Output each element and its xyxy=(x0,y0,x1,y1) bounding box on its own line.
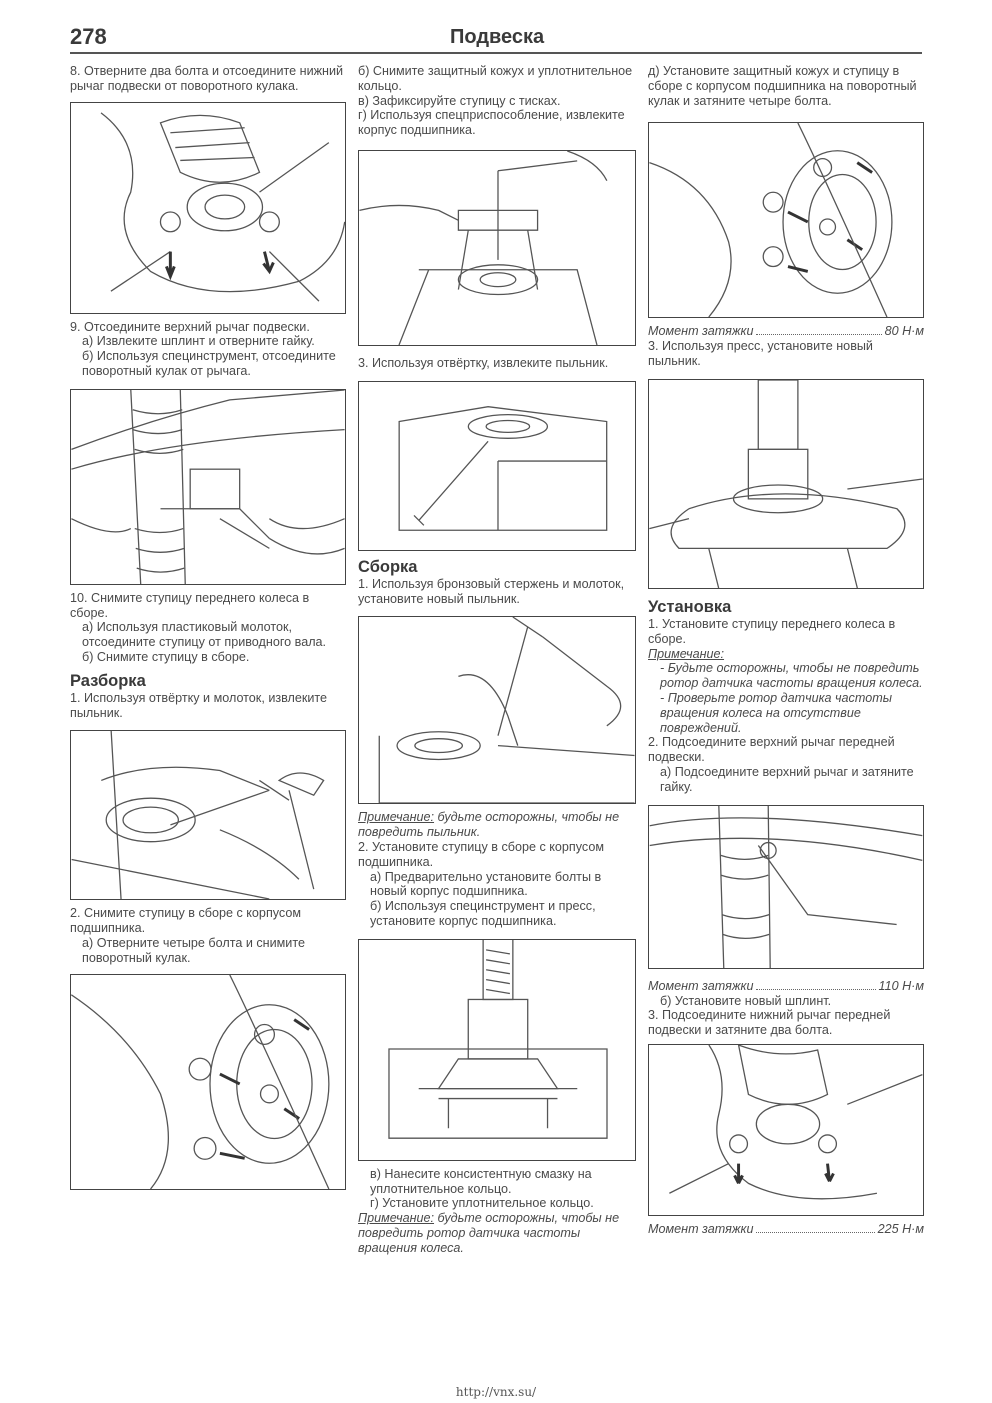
figure-press-new-dust-cover xyxy=(648,378,924,589)
torque-1-label: Момент затяжки xyxy=(648,324,754,339)
step-10b: б) Снимите ступицу в сборе. xyxy=(82,649,250,664)
disassembly-step-3: 3. Используя отвёртку, извлеките пыльник… xyxy=(358,355,609,370)
disassembly-step-2: 2. Снимите ступицу в сборе с корпусом по… xyxy=(70,906,302,936)
assembly-step-1: 1. Используя бронзовый стержень и молото… xyxy=(358,576,625,606)
note-2-text: будьте осторожны, чтобы не повредить рот… xyxy=(358,1211,620,1255)
torque-2-value: 110 Н·м xyxy=(878,978,925,993)
assembly-step-2b: б) Используя специнструмент и пресс, уст… xyxy=(370,899,596,928)
note-2: Примечание: будьте осторожны, чтобы не п… xyxy=(358,1211,636,1255)
figure-lower-arm-bolts xyxy=(70,101,346,314)
torque-3-value: 225 Н·м xyxy=(877,1221,924,1236)
disassembly-step-2a: а) Отверните четыре болта и снимите пово… xyxy=(82,935,305,965)
column-middle: б) Снимите защитный кожух и уплотнительн… xyxy=(358,64,636,1256)
note-1-label: Примечание: xyxy=(358,810,435,825)
figure-vise-dust-cover xyxy=(358,380,636,551)
disassembly-step-2b: б) Снимите защитный кожух и уплотнительн… xyxy=(358,64,633,93)
torque-3-leader xyxy=(756,1222,875,1233)
assembly-step-2v: в) Нанесите консистентную смазку на упло… xyxy=(370,1166,592,1196)
note-1: Примечание: будьте осторожны, чтобы не п… xyxy=(358,810,636,840)
figure-press-bearing-housing xyxy=(358,938,636,1161)
torque-2-leader xyxy=(756,979,876,990)
step-10a: а) Используя пластиковый молоток, отсоед… xyxy=(82,620,327,650)
figure-brass-bar-dust-cover xyxy=(358,616,636,805)
install-step-3: 3. Подсоедините нижний рычаг передней по… xyxy=(648,1008,891,1038)
torque-1-value: 80 Н·м xyxy=(884,324,924,339)
install-step-1: 1. Установите ступицу переднего колеса в… xyxy=(648,616,896,646)
torque-1-leader xyxy=(756,324,882,336)
assembly-step-2: 2. Установите ступицу в сборе с корпусом… xyxy=(358,839,605,869)
torque-spec-1: Момент затяжки 80 Н·м xyxy=(648,324,924,339)
disassembly-step-1: 1. Используя отвёртку и молоток, извлеки… xyxy=(70,690,328,720)
step-8: 8. Отверните два болта и отсоедините ниж… xyxy=(70,64,344,93)
heading-ustanovka: Установка xyxy=(648,597,732,616)
disassembly-step-2g: г) Используя спецприспособление, извлеки… xyxy=(358,108,625,138)
figure-hub-install-bolts xyxy=(648,122,924,319)
figure-dust-cover-removal xyxy=(70,730,346,901)
step-9a: а) Извлеките шплинт и отверните гайку. xyxy=(82,334,315,349)
figure-bearing-puller xyxy=(358,149,636,346)
page-header: 278 Подвеска xyxy=(70,24,922,52)
step-9b: б) Используя специнструмент, отсоедините… xyxy=(82,349,336,378)
install-step-2: 2. Подсоедините верхний рычаг передней п… xyxy=(648,735,895,765)
assembly-step-2g: г) Установите уплотнительное кольцо. xyxy=(370,1196,594,1211)
assembly-step-2a: а) Предварительно установите болты в нов… xyxy=(370,869,602,899)
column-right: д) Установите защитный кожух и ступицу в… xyxy=(648,64,924,1237)
note-2-label: Примечание: xyxy=(358,1211,435,1226)
column-left: 8. Отверните два болта и отсоедините ниж… xyxy=(70,64,346,1196)
note-3-item-1: - Будьте осторожны, чтобы не повредить р… xyxy=(660,661,923,691)
figure-upper-arm-nut xyxy=(648,804,924,969)
figure-lower-arm-install xyxy=(648,1043,924,1216)
assembly-step-2d: д) Установите защитный кожух и ступицу в… xyxy=(648,64,917,108)
footer-url: http://vnx.su/ xyxy=(455,1385,537,1399)
torque-3-label: Момент затяжки xyxy=(648,1221,754,1236)
heading-sborka: Сборка xyxy=(358,557,418,576)
step-9: 9. Отсоедините верхний рычаг подвески. xyxy=(70,319,310,334)
header-rule xyxy=(70,52,922,54)
torque-2-label: Момент затяжки xyxy=(648,978,754,993)
figure-upper-arm-tool xyxy=(70,388,346,585)
install-step-2a: а) Подсоедините верхний рычаг и затяните… xyxy=(660,764,914,794)
note-3-item-2: - Проверьте ротор датчика частоты вращен… xyxy=(660,690,892,735)
page-number: 278 xyxy=(70,24,107,49)
note-1-text: будьте осторожны, чтобы не повредить пыл… xyxy=(358,810,620,840)
note-3-label: Примечание: xyxy=(648,646,725,661)
install-step-2b: б) Установите новый шплинт. xyxy=(660,993,832,1008)
step-10: 10. Снимите ступицу переднего колеса в с… xyxy=(70,590,310,620)
assembly-step-3: 3. Используя пресс, установите новый пыл… xyxy=(648,339,873,369)
page-title: Подвеска xyxy=(450,26,545,48)
heading-razborka: Разборка xyxy=(70,671,146,690)
torque-spec-3: Момент затяжки 225 Н·м xyxy=(648,1222,924,1237)
figure-knuckle-bolts xyxy=(70,973,346,1190)
torque-spec-2: Момент затяжки 110 Н·м xyxy=(648,979,924,994)
disassembly-step-2v: в) Зафиксируйте ступицу с тисках. xyxy=(358,93,561,108)
